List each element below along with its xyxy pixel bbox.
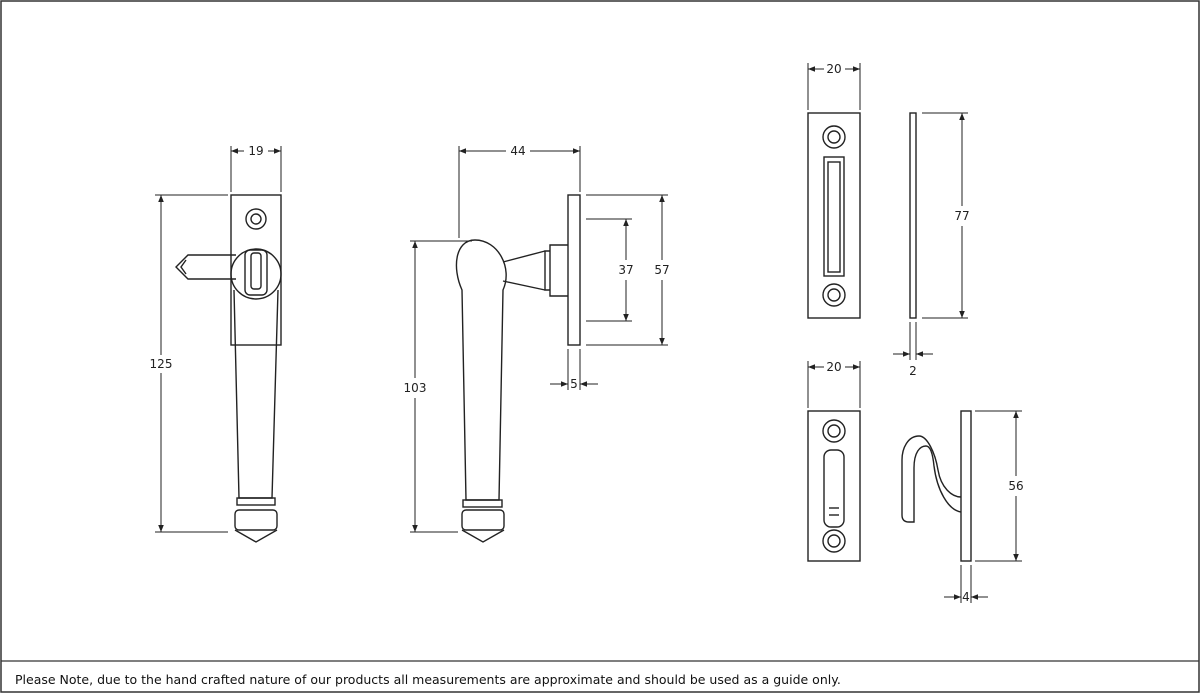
dim-handle-projection: 44 [510, 144, 525, 158]
fastener-front-view [175, 194, 282, 543]
dim-keep-width: 20 [826, 62, 841, 76]
mortice-keep-view [807, 112, 917, 319]
dim-backplate-thickness: 5 [570, 377, 578, 391]
dim-hook-plate-thickness: 4 [962, 590, 970, 604]
dim-backplate-height: 57 [654, 263, 669, 277]
dimension-lines [155, 63, 1022, 603]
fastener-side-view [455, 194, 581, 543]
disclaimer-note: Please Note, due to the hand crafted nat… [15, 672, 841, 687]
dim-keep-thickness: 2 [909, 364, 917, 378]
dim-keep-length: 77 [954, 209, 969, 223]
dim-fastener-width: 19 [248, 144, 263, 158]
dim-handle-length: 103 [404, 381, 427, 395]
hook-plate-view [807, 410, 972, 562]
dim-fastener-length: 125 [150, 357, 173, 371]
dim-backplate-inner-height: 37 [618, 263, 633, 277]
dim-hook-height: 56 [1008, 479, 1023, 493]
dim-hook-plate-width: 20 [826, 360, 841, 374]
